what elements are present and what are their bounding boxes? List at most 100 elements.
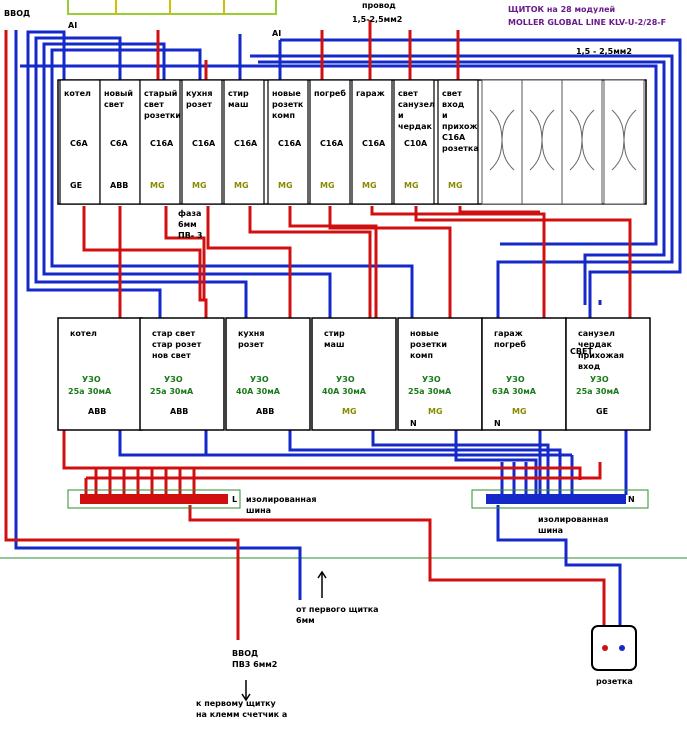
breaker-brand: MG [362,181,377,190]
rcd-brand: MG [512,407,527,416]
breaker-brand: ABB [110,181,128,190]
bus-l-label: L [232,495,237,504]
rcd-brand: MG [428,407,443,416]
al-right-label: AI [272,29,281,38]
breaker-brand: MG [448,181,463,190]
blank-module [481,79,523,205]
phase-wires [4,20,632,640]
breaker-brand: MG [192,181,207,190]
rcd-rating: 25а 30мА [68,387,112,396]
breaker-brand: MG [320,181,335,190]
phase-bus [80,494,228,504]
breaker-rating: C16A [234,139,258,148]
breaker-rating: C10A [404,139,428,148]
rcd-type: УЗО [164,375,183,384]
rcd-type: УЗО [82,375,101,384]
blank-module [521,79,563,205]
rcd-rating: 25а 30мА [576,387,620,396]
rcd-type: УЗО [422,375,441,384]
breaker-brand: MG [278,181,293,190]
rcd-rating: 63А 30мА [492,387,537,396]
breaker-rating: C16A [320,139,344,148]
breaker-rating: C16A [150,139,174,148]
breaker-name: котел [64,89,91,98]
n-left-label: N [410,419,417,428]
rcd-type: УЗО [506,375,525,384]
al-left-label: AI [68,21,77,30]
rcd-rating: 25а 30мА [408,387,452,396]
socket [591,625,637,671]
provod-label: провод [362,1,396,10]
breaker-brand: GE [70,181,82,190]
arrows [241,570,327,702]
bus-n-label: N [628,495,635,504]
bus-insulators [67,489,649,509]
neutral-wires [14,30,682,640]
socket-label: розетка [596,677,633,686]
rcd-brand: GE [596,407,608,416]
n-right-label: N [494,419,501,428]
svet-label: СВЕТ [570,347,593,356]
vvod-vertical-label: ВВОД [4,9,30,18]
breaker-brand: MG [234,181,249,190]
breaker-brand: MG [404,181,419,190]
breaker-rating: C6A [110,139,128,148]
rcd-brand: ABB [256,407,274,416]
rcd-brand: ABB [88,407,106,416]
top-green-terminal-box [67,0,277,15]
rcd-rating: 40А 30мА [236,387,281,396]
breaker-rating: C16A [362,139,386,148]
blank-module [603,79,645,205]
panel-title: ЩИТОК на 28 модулей [508,5,615,14]
provod-size: 1,5-2,5мм2 [352,15,402,24]
neutral-bus [486,494,626,504]
bus-size-label: 1,5 - 2,5мм2 [576,47,632,56]
rcd-rating: 40А 30мА [322,387,367,396]
rcd-type: УЗО [590,375,609,384]
breaker-rating: C6A [70,139,88,148]
blank-module [561,79,603,205]
rcd-brand: ABB [170,407,188,416]
rcd-brand: MG [342,407,357,416]
rcd-type: УЗО [336,375,355,384]
rcd-rating: 25а 30мА [150,387,194,396]
panel-model: MOLLER GLOBAL LINE KLV-U-2/28-F [508,18,666,27]
